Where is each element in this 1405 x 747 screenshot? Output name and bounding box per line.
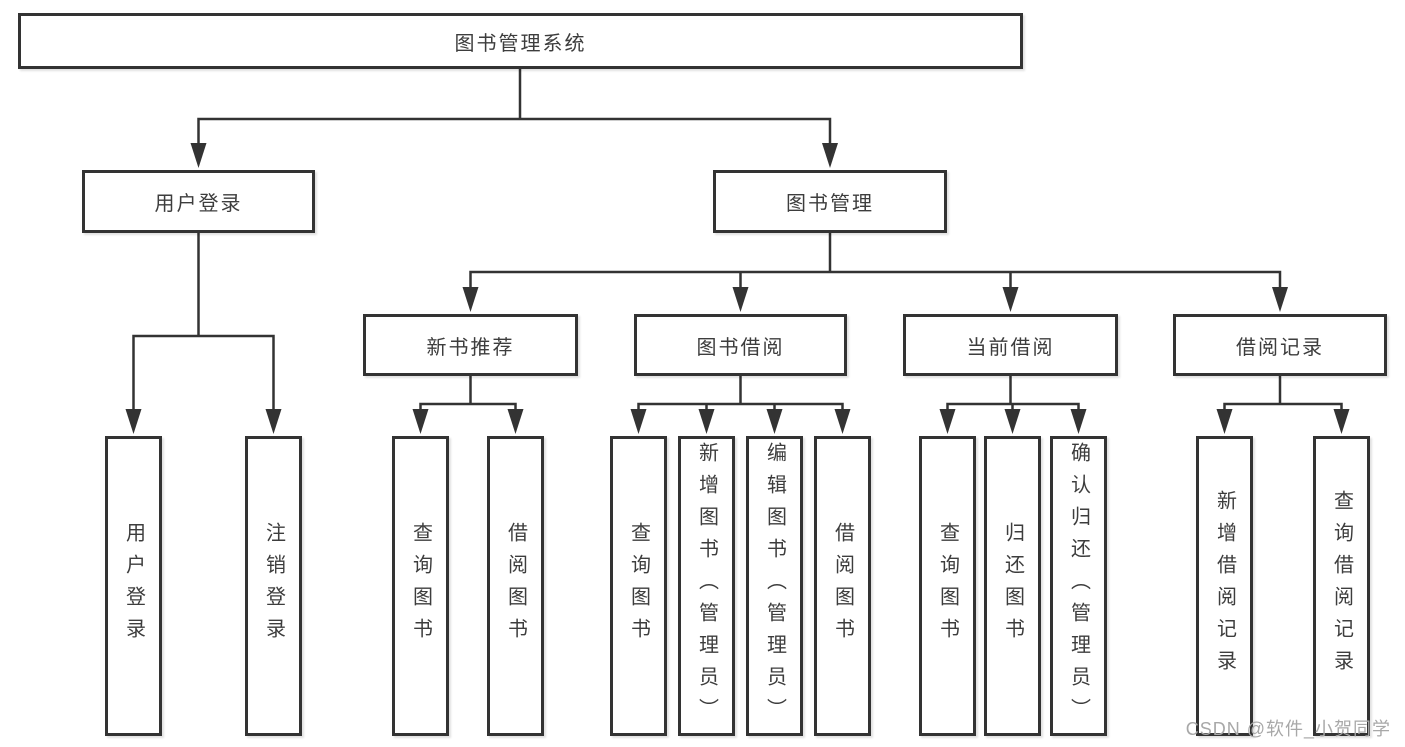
leaf-logout-label: 注销登录 xyxy=(262,522,285,650)
current-borrow-node: 当前借阅 xyxy=(903,314,1118,376)
book-management-node-label: 图书管理 xyxy=(786,193,874,215)
leaf-add-borrow-record: 新增借阅记录 xyxy=(1196,436,1253,736)
leaf-borrow-books-recommend-label: 借阅图书 xyxy=(504,522,527,650)
user-login-node: 用户登录 xyxy=(82,170,315,233)
leaf-confirm-return-admin: 确认归还（管理员） xyxy=(1050,436,1107,736)
csdn-watermark: CSDN @软件_小贺同学 xyxy=(1185,719,1391,739)
leaf-borrow-books-borrow: 借阅图书 xyxy=(814,436,871,736)
leaf-query-borrow-record: 查询借阅记录 xyxy=(1313,436,1370,736)
leaf-query-borrow-record-label: 查询借阅记录 xyxy=(1330,490,1353,682)
borrow-record-node: 借阅记录 xyxy=(1173,314,1387,376)
book-borrow-label: 图书借阅 xyxy=(696,336,785,359)
leaf-borrow-books-borrow-label: 借阅图书 xyxy=(831,522,854,650)
leaf-query-books-recommend: 查询图书 xyxy=(392,436,449,736)
borrow-record-label: 借阅记录 xyxy=(1236,336,1324,359)
leaf-query-books-recommend-label: 查询图书 xyxy=(409,522,432,650)
leaf-query-books-current: 查询图书 xyxy=(919,436,976,736)
leaf-user-login: 用户登录 xyxy=(105,436,162,736)
user-login-node-label: 用户登录 xyxy=(154,193,243,215)
leaf-query-books-borrow: 查询图书 xyxy=(610,436,667,736)
leaf-add-book-admin-label: 新增图书（管理员） xyxy=(695,442,718,730)
leaf-edit-book-admin: 编辑图书（管理员） xyxy=(746,436,803,736)
new-book-recommend-label: 新书推荐 xyxy=(426,336,515,359)
leaf-logout: 注销登录 xyxy=(245,436,302,736)
leaf-return-book-label: 归还图书 xyxy=(1001,522,1024,650)
book-management-node: 图书管理 xyxy=(713,170,947,233)
leaf-confirm-return-admin-label: 确认归还（管理员） xyxy=(1067,442,1090,730)
leaf-add-book-admin: 新增图书（管理员） xyxy=(678,436,735,736)
leaf-return-book: 归还图书 xyxy=(984,436,1041,736)
leaf-borrow-books-recommend: 借阅图书 xyxy=(487,436,544,736)
new-book-recommend-node: 新书推荐 xyxy=(363,314,578,376)
leaf-query-books-current-label: 查询图书 xyxy=(936,522,959,650)
leaf-edit-book-admin-label: 编辑图书（管理员） xyxy=(763,442,786,730)
root-node-label: 图书管理系统 xyxy=(454,32,587,55)
leaf-user-login-label: 用户登录 xyxy=(122,522,145,650)
current-borrow-label: 当前借阅 xyxy=(966,336,1055,359)
leaf-add-borrow-record-label: 新增借阅记录 xyxy=(1213,490,1236,682)
leaf-query-books-borrow-label: 查询图书 xyxy=(627,522,650,650)
book-borrow-node: 图书借阅 xyxy=(634,314,847,376)
root-node: 图书管理系统 xyxy=(18,13,1023,69)
